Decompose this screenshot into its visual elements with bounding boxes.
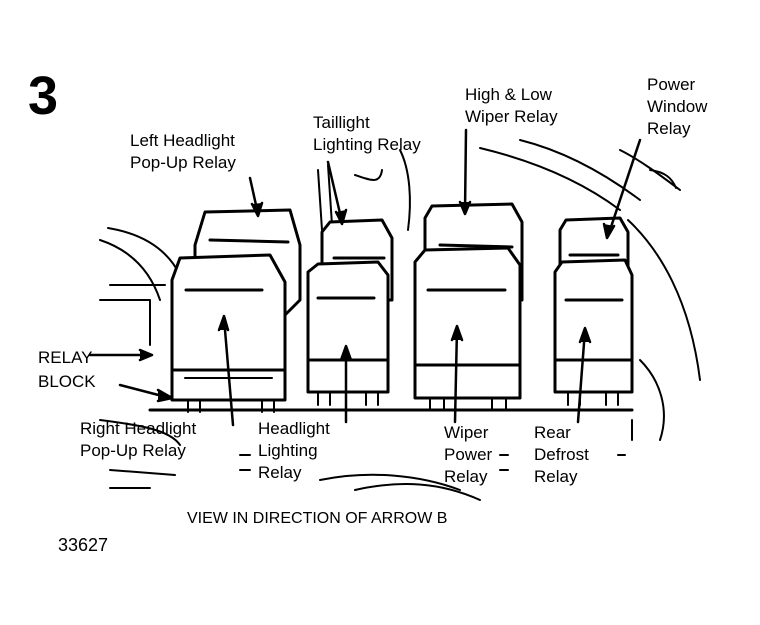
label-line: Wiper Relay	[465, 107, 558, 126]
label-line: Left Headlight	[130, 131, 235, 150]
label-headlight-lighting-relay: Headlight Lighting Relay	[258, 418, 330, 484]
label-line: Power	[647, 75, 696, 94]
label-taillight-lighting-relay: Taillight Lighting Relay	[313, 112, 421, 156]
label-left-headlight-popup-relay: Left Headlight Pop-Up Relay	[130, 130, 236, 174]
rear-defrost-relay-body	[553, 258, 634, 406]
figure-caption: VIEW IN DIRECTION OF ARROW B	[187, 510, 448, 527]
label-line: Taillight	[313, 113, 370, 132]
label-line: RELAY	[38, 348, 93, 367]
label-line: Window	[647, 97, 708, 116]
label-line: High & Low	[465, 85, 552, 104]
label-wiper-power-relay: Wiper Power Relay	[444, 422, 492, 488]
wiper-power-relay-body	[413, 246, 522, 411]
label-line: Wiper	[444, 423, 489, 442]
label-line: BLOCK	[38, 372, 96, 391]
leader-lines	[88, 128, 642, 427]
label-line: Defrost	[534, 445, 589, 464]
label-high-low-wiper-relay: High & Low Wiper Relay	[465, 84, 558, 128]
label-line: Lighting	[258, 441, 318, 460]
label-line: Relay	[444, 467, 488, 486]
figure-number: 3	[28, 66, 59, 126]
right-headlight-popup-relay-body	[170, 253, 287, 413]
label-line: Relay	[258, 463, 302, 482]
label-rear-defrost-relay: Rear Defrost Relay	[534, 422, 589, 488]
label-line: Right Headlight	[80, 419, 197, 438]
label-line: Headlight	[258, 419, 330, 438]
label-right-headlight-popup-relay: Right Headlight Pop-Up Relay	[80, 418, 196, 462]
headlight-lighting-relay-body	[306, 260, 390, 406]
label-line: Relay	[647, 119, 691, 138]
label-relay-block: RELAY BLOCK	[38, 346, 96, 394]
label-line: Relay	[534, 467, 578, 486]
label-line: Rear	[534, 423, 571, 442]
label-line: Lighting Relay	[313, 135, 421, 154]
label-power-window-relay: Power Window Relay	[647, 74, 707, 140]
background-sketch	[99, 139, 701, 501]
reference-code: 33627	[58, 535, 109, 555]
label-line: Pop-Up Relay	[130, 153, 236, 172]
label-line: Power	[444, 445, 493, 464]
label-line: Pop-Up Relay	[80, 441, 186, 460]
